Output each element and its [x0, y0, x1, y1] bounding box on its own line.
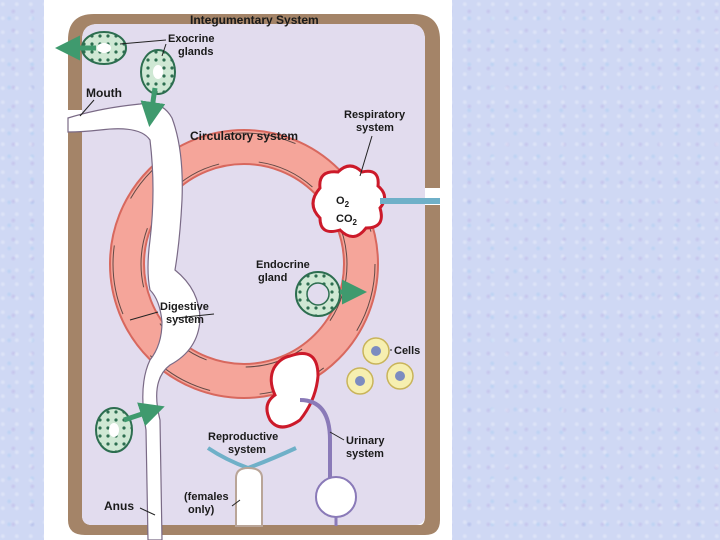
- label-females-1: (females: [184, 491, 229, 503]
- exocrine-gland-1: [55, 31, 127, 65]
- label-exocrine-2: glands: [178, 46, 213, 58]
- leader-lines: [79, 39, 392, 516]
- label-integumentary: Integumentary System: [190, 13, 319, 27]
- kidney: [265, 352, 320, 429]
- label-respiratory-1: Respiratory: [344, 109, 406, 121]
- reproductive-system: [206, 446, 297, 527]
- endocrine-gland: [295, 271, 367, 317]
- digestive-tract: [67, 102, 201, 540]
- label-co2: CO2: [336, 213, 358, 227]
- label-reproductive-1: Reproductive: [208, 431, 278, 443]
- urinary-tract: [299, 398, 357, 526]
- label-exocrine-1: Exocrine: [168, 33, 214, 45]
- circulatory-system: [109, 129, 379, 399]
- label-o2: O2: [336, 195, 350, 209]
- label-digestive-2: system: [166, 314, 204, 326]
- label-females-2: only): [188, 504, 215, 516]
- label-anus: Anus: [104, 499, 134, 513]
- label-endocrine-2: gland: [258, 272, 287, 284]
- label-cells: Cells: [394, 345, 420, 357]
- label-respiratory-2: system: [356, 122, 394, 134]
- label-endocrine-1: Endocrine: [256, 259, 310, 271]
- label-digestive-1: Digestive: [160, 301, 209, 313]
- label-mouth: Mouth: [86, 86, 122, 100]
- label-urinary-1: Urinary: [346, 435, 385, 447]
- lung-alveolus: [311, 164, 440, 238]
- label-circulatory: Circulatory system: [190, 129, 298, 143]
- label-reproductive-2: system: [228, 444, 266, 456]
- exocrine-gland-2: [140, 49, 176, 127]
- exocrine-gland-3: [95, 402, 165, 453]
- label-urinary-2: system: [346, 448, 384, 460]
- body-cells: [346, 337, 414, 395]
